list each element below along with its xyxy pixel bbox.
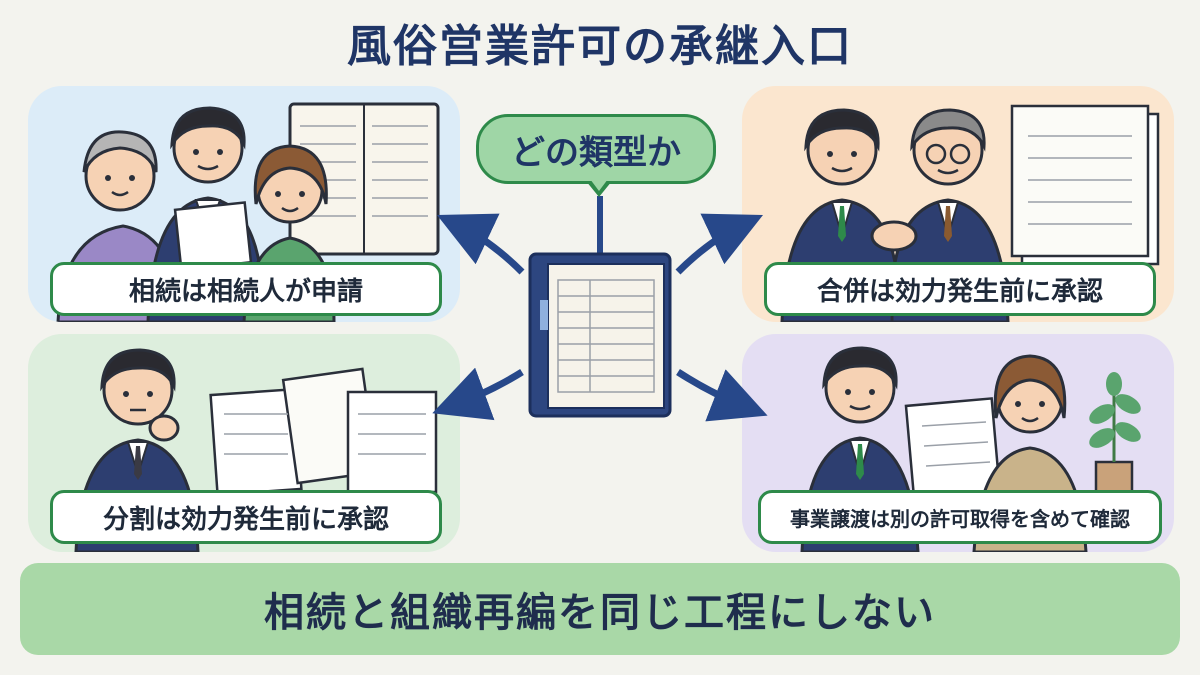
case-label-merger: 合併は効力発生前に承認 <box>764 262 1156 316</box>
footer-banner: 相続と組織再編を同じ工程にしない <box>20 563 1180 655</box>
case-label-inheritance: 相続は相続人が申請 <box>50 262 442 316</box>
panel-inheritance: 相続は相続人が申請 <box>28 86 460 322</box>
arrow-to-merger <box>675 213 763 275</box>
page-title: 風俗営業許可の承継入口 <box>347 21 853 72</box>
binder-icon <box>528 252 672 418</box>
panel-split: 分割は効力発生前に承認 <box>28 334 460 552</box>
panel-transfer: 事業譲渡は別の許可取得を含めて確認 <box>742 334 1174 552</box>
arrow-to-transfer <box>676 369 768 422</box>
open-book-icon <box>288 102 440 256</box>
plant-icon <box>1089 372 1141 498</box>
panel-merger: 合併は効力発生前に承認 <box>742 86 1174 322</box>
question-bubble: どの類型か <box>476 114 716 184</box>
document-stack-icon <box>1010 104 1160 266</box>
handshake-icon <box>870 220 918 252</box>
arrow-to-split <box>432 367 524 421</box>
bubble-tail-inner <box>590 179 608 191</box>
case-label-split: 分割は効力発生前に承認 <box>50 490 442 544</box>
case-label-transfer: 事業譲渡は別の許可取得を含めて確認 <box>758 490 1162 544</box>
document-pile-icon <box>209 367 438 497</box>
arrow-to-inheritance <box>437 213 525 275</box>
